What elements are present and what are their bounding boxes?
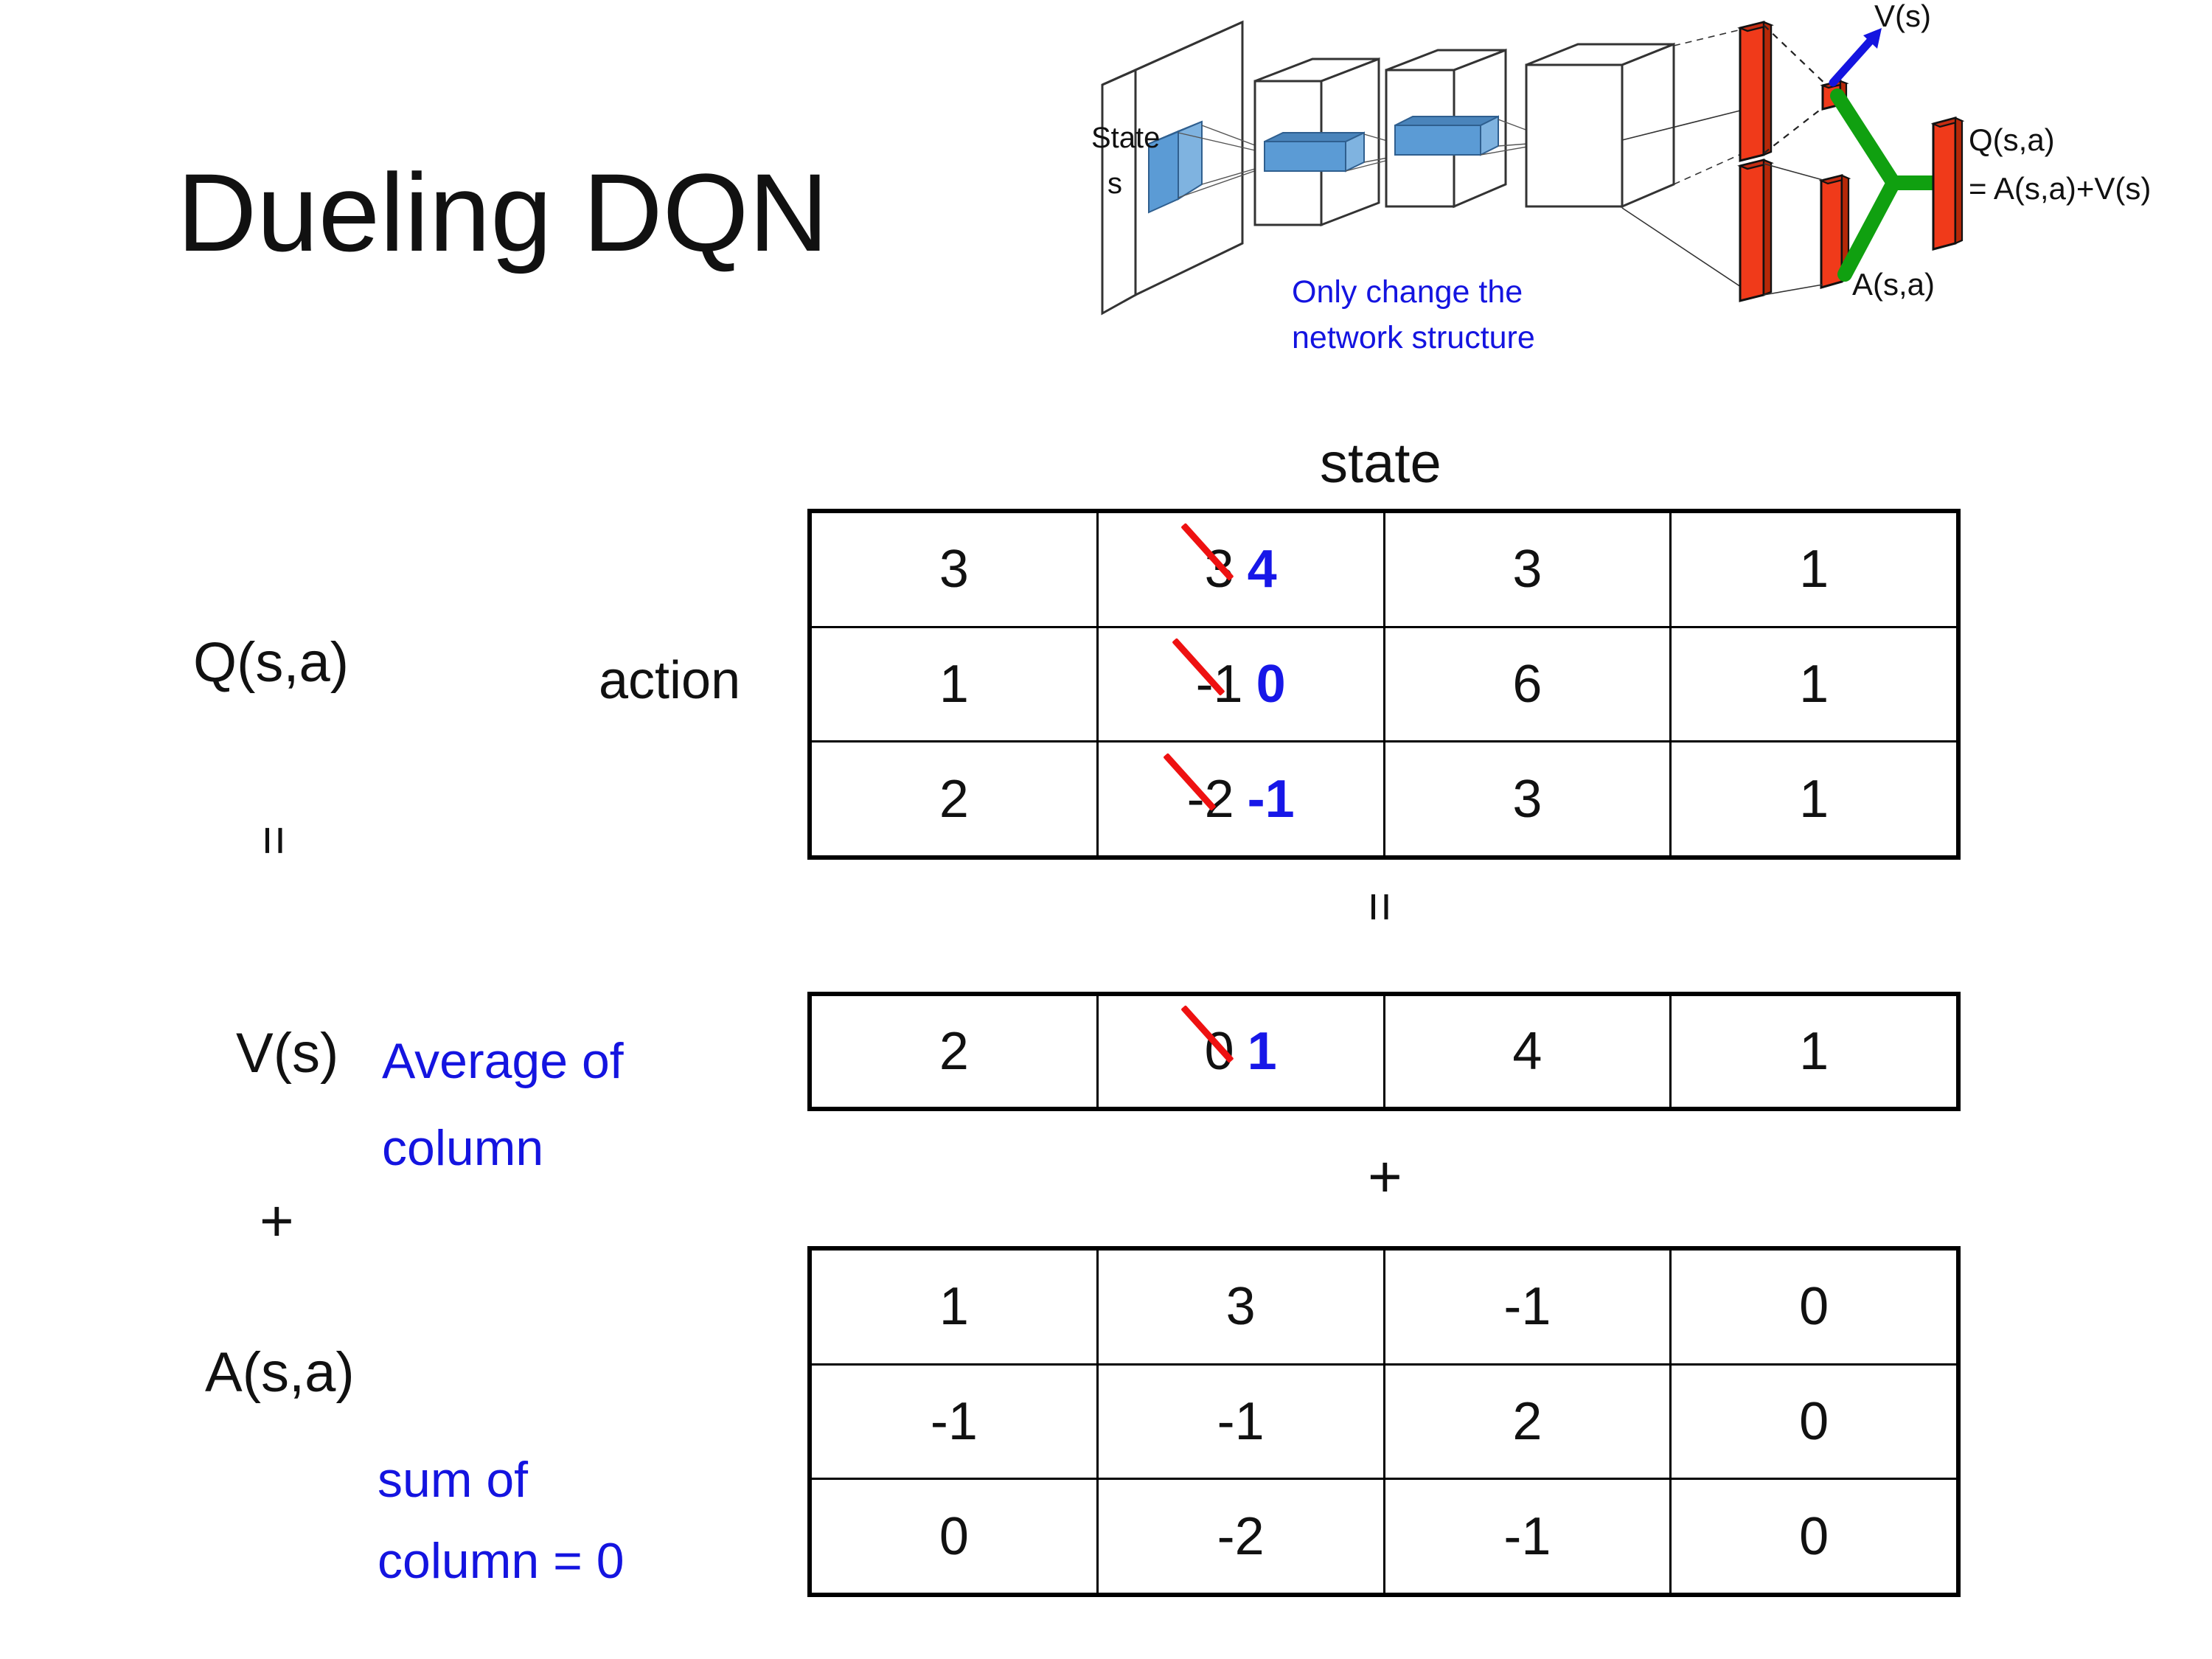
q-cell-old-value: 3 xyxy=(1204,540,1234,599)
table-row: 1 -1 0 6 1 xyxy=(810,625,1958,743)
action-axis-label: action xyxy=(599,651,741,710)
table-row: 2 -2 -1 3 1 xyxy=(810,740,1958,858)
q-cell-r1c1: -1 0 xyxy=(1096,625,1385,743)
diagram-q-label-line1: Q(s,a) xyxy=(1969,122,2055,157)
table-row: 0 -2 -1 0 xyxy=(810,1478,1958,1595)
q-cell-r0c2: 3 xyxy=(1382,511,1672,628)
q-cell-r1c2: 6 xyxy=(1382,625,1672,743)
advantage-value-table: 1 3 -1 0 -1 -1 2 0 0 -2 -1 0 xyxy=(807,1246,1961,1597)
conv-patch-2-shape xyxy=(1394,115,1499,156)
merge-green-connector xyxy=(1830,88,1947,282)
plus-sign-middle: + xyxy=(1368,1144,1402,1209)
q-function-label: Q(s,a) xyxy=(193,631,349,694)
diagram-state-label-line1: State xyxy=(1091,122,1160,154)
a-cell-r1c3: 0 xyxy=(1669,1363,1958,1481)
a-cell-r0c0: 1 xyxy=(810,1248,1099,1366)
fc-block-shape xyxy=(1525,42,1675,209)
a-function-label: A(s,a) xyxy=(205,1341,355,1404)
table-row: -1 -1 2 0 xyxy=(810,1363,1958,1481)
q-cell-r2c1: -2 -1 xyxy=(1096,740,1385,858)
v-function-label: V(s) xyxy=(236,1022,339,1085)
q-cell-r2c0: 2 xyxy=(810,740,1099,858)
v-cell-new-value: 1 xyxy=(1247,1022,1277,1081)
q-cell-new-value: 0 xyxy=(1256,654,1286,714)
diagram-q-label-line2: = A(s,a)+V(s) xyxy=(1969,171,2151,206)
v-cell-c3: 1 xyxy=(1669,994,1958,1109)
q-cell-old-value: -1 xyxy=(1195,654,1243,714)
a-cell-r2c0: 0 xyxy=(810,1478,1099,1595)
diagram-note-line1: Only change the xyxy=(1292,274,1523,310)
conv-block-2-shape xyxy=(1385,48,1507,209)
q-cell-new-value: -1 xyxy=(1247,769,1295,829)
value-arrow-icon xyxy=(1829,28,1882,87)
a-cell-r1c0: -1 xyxy=(810,1363,1099,1481)
q-cell-r0c1: 3 4 xyxy=(1096,511,1385,628)
v-cell-c1: 0 1 xyxy=(1096,994,1385,1109)
advantage-stream-bar-shape xyxy=(1737,159,1774,302)
q-cell-r0c3: 1 xyxy=(1669,511,1958,628)
diagram-value-label: V(s) xyxy=(1874,0,1931,33)
table-row: 2 0 1 4 1 xyxy=(810,994,1958,1109)
v-cell-old-value: 0 xyxy=(1204,1022,1234,1081)
value-stream-links xyxy=(1763,24,1829,154)
table-row: 3 3 4 3 1 xyxy=(810,511,1958,628)
equals-sign-middle: = xyxy=(1352,891,1410,922)
average-note-line1: Average of xyxy=(382,1033,624,1089)
a-cell-r0c3: 0 xyxy=(1669,1248,1958,1366)
q-cell-r2c2: 3 xyxy=(1382,740,1672,858)
q-output-bar-shape xyxy=(1930,116,1965,251)
conv-patch-1-shape xyxy=(1264,131,1365,173)
a-cell-r0c1: 3 xyxy=(1096,1248,1385,1366)
a-cell-r0c2: -1 xyxy=(1382,1248,1672,1366)
q-cell-new-value: 4 xyxy=(1247,540,1277,599)
page-title: Dueling DQN xyxy=(177,150,829,274)
q-cell-r2c3: 1 xyxy=(1669,740,1958,858)
a-cell-r2c2: -1 xyxy=(1382,1478,1672,1595)
a-cell-r2c3: 0 xyxy=(1669,1478,1958,1595)
diagram-advantage-label: A(s,a) xyxy=(1852,267,1935,302)
advantage-links xyxy=(1763,163,1823,296)
sum-note-line2: column = 0 xyxy=(378,1533,625,1589)
diagram-state-label-line2: s xyxy=(1107,167,1122,200)
equals-sign-left: = xyxy=(246,825,304,856)
value-stream-bar-shape xyxy=(1737,21,1774,162)
q-cell-r1c3: 1 xyxy=(1669,625,1958,743)
average-note-line2: column xyxy=(382,1120,544,1176)
state-axis-label: state xyxy=(1320,432,1441,495)
q-cell-old-value: -2 xyxy=(1186,769,1234,829)
q-cell-r1c0: 1 xyxy=(810,625,1099,743)
diagram-note-line2: network structure xyxy=(1292,320,1535,355)
a-cell-r2c1: -2 xyxy=(1096,1478,1385,1595)
a-cell-r1c1: -1 xyxy=(1096,1363,1385,1481)
table-row: 1 3 -1 0 xyxy=(810,1248,1958,1366)
v-cell-c0: 2 xyxy=(810,994,1099,1109)
sum-note-line1: sum of xyxy=(378,1452,529,1508)
dueling-network-diagram: State s Only change the network structur… xyxy=(1091,0,2212,413)
q-cell-r0c0: 3 xyxy=(810,511,1099,628)
plus-sign-left: + xyxy=(260,1188,294,1253)
stream-split-lines xyxy=(1621,27,1748,292)
a-cell-r1c2: 2 xyxy=(1382,1363,1672,1481)
q-value-table: 3 3 4 3 1 1 -1 0 6 xyxy=(807,509,1961,860)
v-cell-c2: 4 xyxy=(1382,994,1672,1109)
input-patch-shape xyxy=(1148,120,1203,214)
v-value-table: 2 0 1 4 1 xyxy=(807,992,1961,1111)
